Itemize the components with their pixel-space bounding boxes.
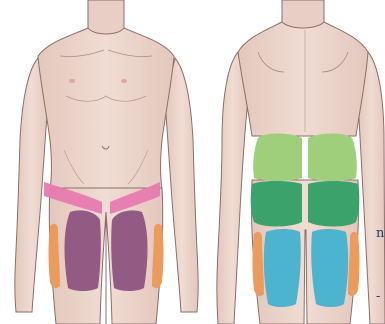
front-figure [15, 0, 198, 324]
back-upper-buttock-right-region [308, 134, 357, 182]
front-left-nipple [69, 79, 75, 83]
clipped-text-fragment: - [376, 287, 385, 297]
back-lower-buttock-left-region [251, 181, 302, 227]
clipped-text-2: - [376, 289, 380, 297]
back-upper-buttock-left-region [253, 134, 302, 182]
back-thigh-right-region [311, 229, 348, 307]
back-figure [217, 0, 385, 324]
back-thigh-left-region [264, 229, 301, 307]
front-right-nipple [121, 79, 127, 83]
clipped-text-fragment: n [376, 224, 385, 238]
front-inner-thigh-right-region [111, 210, 147, 291]
front-right-arm [165, 58, 198, 312]
back-left-arm [217, 52, 248, 324]
back-lower-buttock-right-region [308, 181, 359, 227]
clipped-text-1: n [376, 226, 384, 238]
front-torso [38, 28, 174, 190]
front-inner-thigh-left-region [65, 210, 101, 291]
back-torso [238, 22, 368, 136]
